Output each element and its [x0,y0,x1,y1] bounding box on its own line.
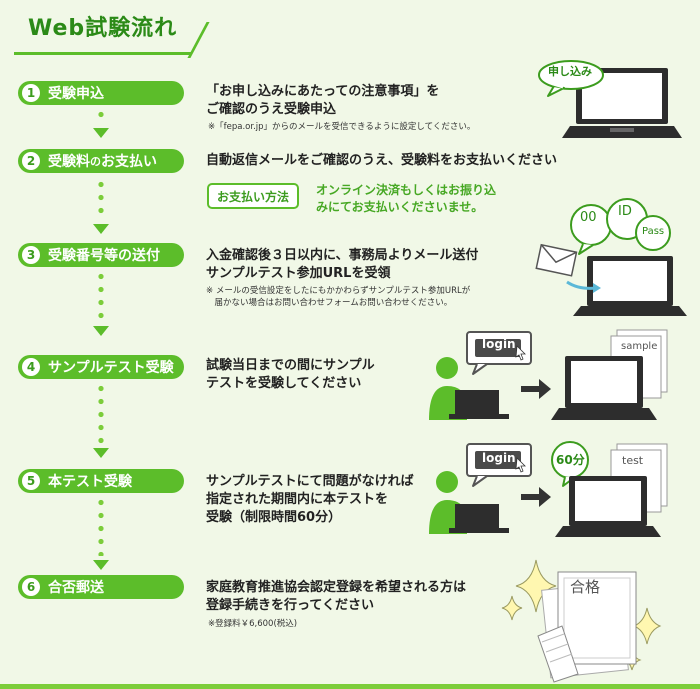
step-number: 1 [22,84,40,102]
connector-arrow [93,560,109,570]
connector-dots [98,382,104,446]
sample-test-illustration [429,329,668,420]
laptop-apply-illustration [538,60,682,138]
connector-dots [98,270,104,322]
text-line: ※ メールの受信設定をしたにもかかわらずサンプルテスト参加URLが [206,286,471,296]
timer-label: 60分 [556,453,585,467]
connector-dots [98,108,104,124]
step-number: 5 [22,472,40,490]
step-3-label: 3 受験番号等の送付 [18,243,184,267]
certificate-text: 合格 [570,578,601,596]
step-2-text: 自動返信メールをご確認のうえ、受験料をお支払いください [206,153,558,168]
step-title-part: の [90,155,101,168]
page-title: Web試験流れ [14,12,210,58]
login-label: login [482,451,516,465]
text-line: ご確認のうえ受験申込 [206,102,337,117]
text-line: テストを受験してください [206,376,362,391]
step-3-text: 入金確認後３日以内に、事務局よりメール送付 サンプルテスト参加URLを受領 [206,247,478,283]
step-title-part: お支払い [101,154,157,170]
text-line: 指定された期間内に本テストを [206,492,389,507]
step-1-label: 1 受験申込 [18,81,184,105]
text-line: 家庭教育推進協会認定登録を希望される方は [206,580,467,595]
text-line: みにてお支払いくださいませ。 [316,200,484,214]
step-number: 3 [22,246,40,264]
text-line: 「お申し込みにあたっての注意事項」を [206,84,440,99]
step-4-text: 試験当日までの間にサンプル テストを受験してください [206,357,375,393]
step-number: 4 [22,358,40,376]
text-line: 届かない場合はお問い合わせフォームお問い合わせください。 [206,298,453,308]
step-5-text: サンプルテストにて問題がなければ 指定された期間内に本テストを 受験（制限時間6… [206,473,414,527]
step-6-note: ※登録料￥6,600(税込) [208,619,298,629]
step-title: サンプルテスト受験 [48,360,174,376]
step-4-label: 4 サンプルテスト受験 [18,355,184,379]
step-3-note: ※ メールの受信設定をしたにもかかわらずサンプルテスト参加URLが 届かない場合… [206,285,470,309]
text-line: サンプルテスト参加URLを受領 [206,266,391,281]
step-number: 6 [22,578,40,596]
step-title: 合否郵送 [48,580,104,596]
step-6-label: 6 合否郵送 [18,575,184,599]
connector-arrow [93,128,109,138]
text-line: 受験（制限時間60分） [206,510,342,525]
text-line: 入金確認後３日以内に、事務局よりメール送付 [206,248,479,263]
connector-arrow [93,224,109,234]
sample-paper-label: sample [621,341,658,352]
bubble-pass: Pass [642,226,665,237]
text-line: サンプルテストにて問題がなければ [206,474,414,489]
connector-dots [98,178,104,220]
apply-bubble-text: 申し込み [548,65,592,78]
bubble-id: ID [618,204,632,219]
step-6-text: 家庭教育推進協会認定登録を希望される方は 登録手続きを行ってください [206,579,466,615]
step-title: 受験番号等の送付 [48,248,160,264]
certificate-illustration [501,559,662,683]
step-title: 本テスト受験 [48,474,132,490]
payment-method-text: オンライン決済もしくはお振り込 みにてお支払いくださいませ。 [316,182,516,216]
step-5-label: 5 本テスト受験 [18,469,184,493]
text-line: 試験当日までの間にサンプル [206,358,375,373]
connector-arrow [93,448,109,458]
page-title-text: Web試験流れ [28,16,178,41]
step-number: 2 [22,152,40,170]
connector-dots [98,496,104,556]
test-paper-label: test [622,454,644,467]
text-line: 登録手続きを行ってください [206,598,374,613]
title-underline [14,52,192,55]
title-slash [187,22,210,58]
step-1-note: ※「fepa.or.jp」からのメールを受信できるように設定してください。 [208,122,476,132]
step-title: 受験申込 [48,86,104,102]
payment-method-tag: お支払い方法 [207,183,299,209]
step-title-part: 受験料 [48,154,90,170]
bubble-00: 00 [580,210,597,225]
login-label: login [482,337,516,351]
mail-laptop-illustration [535,198,687,316]
connector-arrow [93,326,109,336]
text-line: オンライン決済もしくはお振り込 [316,183,497,197]
step-2-label: 2 受験料 の お支払い [18,149,184,173]
step-1-text: 「お申し込みにあたっての注意事項」を ご確認のうえ受験申込 [206,83,439,119]
main-test-illustration [429,441,668,537]
